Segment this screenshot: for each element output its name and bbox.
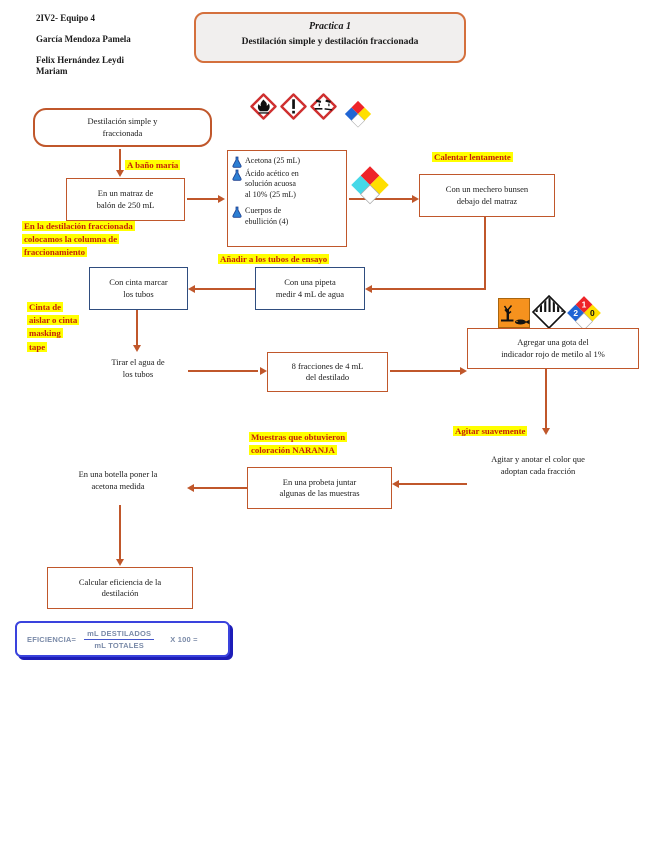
nfpa-diamond-rated-icon: 1 2 0 bbox=[567, 296, 601, 331]
node-botella: En una botella poner la acetona medida bbox=[78, 469, 158, 492]
node-pipeta: Con una pipeta medir 4 mL de agua bbox=[255, 267, 365, 310]
node-fracciones: 8 fracciones de 4 mL del destilado bbox=[267, 352, 388, 392]
node-matraz: En un matraz de balón de 250 mL bbox=[66, 178, 185, 221]
corrosive-icon bbox=[310, 93, 337, 120]
node-tirar-agua: Tirar el agua de los tubos bbox=[111, 357, 165, 380]
practice-number: Practica 1 bbox=[309, 21, 351, 32]
connector-mechero-to-pipeta bbox=[372, 288, 486, 290]
arrowhead bbox=[412, 195, 419, 203]
title-box: Practica 1 Destilación simple y destilac… bbox=[194, 12, 466, 63]
node-cinta: Con cinta marcar los tubos bbox=[89, 267, 188, 310]
connector-agitar-to-probeta bbox=[399, 483, 467, 485]
flask-icon bbox=[232, 156, 242, 168]
nfpa-flammability: 1 bbox=[582, 300, 587, 310]
connector-start-to-matraz bbox=[119, 149, 121, 171]
note-bano-maria: A baño maría bbox=[125, 160, 181, 170]
striped-diamond-icon bbox=[531, 294, 567, 330]
connector-reagents-to-mechero bbox=[349, 198, 413, 200]
formula-label: EFICIENCIA= bbox=[27, 634, 77, 644]
reagent-item: Cuerpos de ebullición (4) bbox=[232, 206, 343, 227]
connector-mechero-down bbox=[484, 217, 486, 289]
member-2: Felix Hernández Leydi Mariam bbox=[36, 55, 124, 77]
node-probeta: En una probeta juntar algunas de las mue… bbox=[247, 467, 392, 509]
arrowhead bbox=[133, 345, 141, 352]
note-agitar-suavemente: Agitar suavemente bbox=[453, 426, 528, 436]
note-cinta-aislar: Cinta de aislar o cinta masking tape bbox=[27, 302, 80, 352]
arrowhead bbox=[542, 428, 550, 435]
formula-fraction: mL DESTILADOS mL TOTALES bbox=[84, 629, 155, 650]
note-anadir-tubos: Añadir a los tubos de ensayo bbox=[218, 254, 330, 264]
connector-agregar-to-agitar bbox=[545, 369, 547, 429]
node-agitar-anotar: Agitar y anotar el color que adoptan cad… bbox=[491, 454, 585, 477]
connector-botella-to-calcular bbox=[119, 505, 121, 560]
reagent-item: Ácido acético en solución acuosa al 10% … bbox=[232, 169, 343, 200]
flask-icon bbox=[232, 206, 242, 218]
ghs-pictogram-row bbox=[250, 93, 337, 120]
formula-numerator: mL DESTILADOS bbox=[84, 629, 155, 640]
connector-matraz-to-reagents bbox=[187, 198, 219, 200]
nfpa-instability: 0 bbox=[590, 308, 595, 318]
practice-title: Destilación simple y destilación fraccio… bbox=[241, 37, 419, 47]
arrowhead bbox=[365, 285, 372, 293]
arrowhead bbox=[187, 484, 194, 492]
nfpa-diamond-cyan-icon bbox=[351, 166, 389, 205]
connector-pipeta-to-cinta bbox=[195, 288, 255, 290]
member-1: García Mendoza Pamela bbox=[36, 34, 131, 44]
reagent-item: Acetona (25 mL) bbox=[232, 156, 343, 168]
node-calcular: Calcular eficiencia de la destilación bbox=[47, 567, 193, 609]
note-calentar: Calentar lentamente bbox=[432, 152, 513, 162]
node-mechero: Con un mechero bunsen debajo del matraz bbox=[419, 174, 555, 217]
connector-tirar-to-fracciones bbox=[188, 370, 258, 372]
formula-denominator: mL TOTALES bbox=[94, 640, 144, 650]
efficiency-formula-box: EFICIENCIA= mL DESTILADOS mL TOTALES X 1… bbox=[15, 621, 230, 657]
nfpa-diamond-icon bbox=[344, 100, 372, 128]
flask-icon bbox=[232, 169, 242, 181]
node-agregar-indicador: Agregar una gota del indicador rojo de m… bbox=[467, 328, 639, 369]
arrowhead bbox=[116, 170, 124, 177]
arrowhead bbox=[460, 367, 467, 375]
formula-suffix: X 100 = bbox=[170, 634, 198, 644]
flammable-icon bbox=[250, 93, 277, 120]
arrowhead bbox=[188, 285, 195, 293]
arrowhead bbox=[260, 367, 267, 375]
nfpa-health: 2 bbox=[573, 308, 578, 318]
environmental-hazard-icon bbox=[498, 298, 530, 328]
arrowhead bbox=[392, 480, 399, 488]
node-reagents-list: Acetona (25 mL) Ácido acético en solució… bbox=[227, 150, 347, 247]
note-fraccionada: En la destilación fraccionada colocamos … bbox=[22, 221, 135, 258]
team-label: 2IV2- Equipo 4 bbox=[36, 13, 96, 23]
connector-probeta-to-botella bbox=[194, 487, 247, 489]
note-muestras-naranja: Muestras que obtuvieron coloración NARAN… bbox=[249, 432, 348, 456]
irritant-exclamation-icon bbox=[280, 93, 307, 120]
arrowhead bbox=[218, 195, 225, 203]
connector-cinta-to-tirar bbox=[136, 310, 138, 347]
connector-fracciones-to-agregar bbox=[390, 370, 460, 372]
node-start: Destilación simple y fraccionada bbox=[33, 108, 212, 147]
arrowhead bbox=[116, 559, 124, 566]
